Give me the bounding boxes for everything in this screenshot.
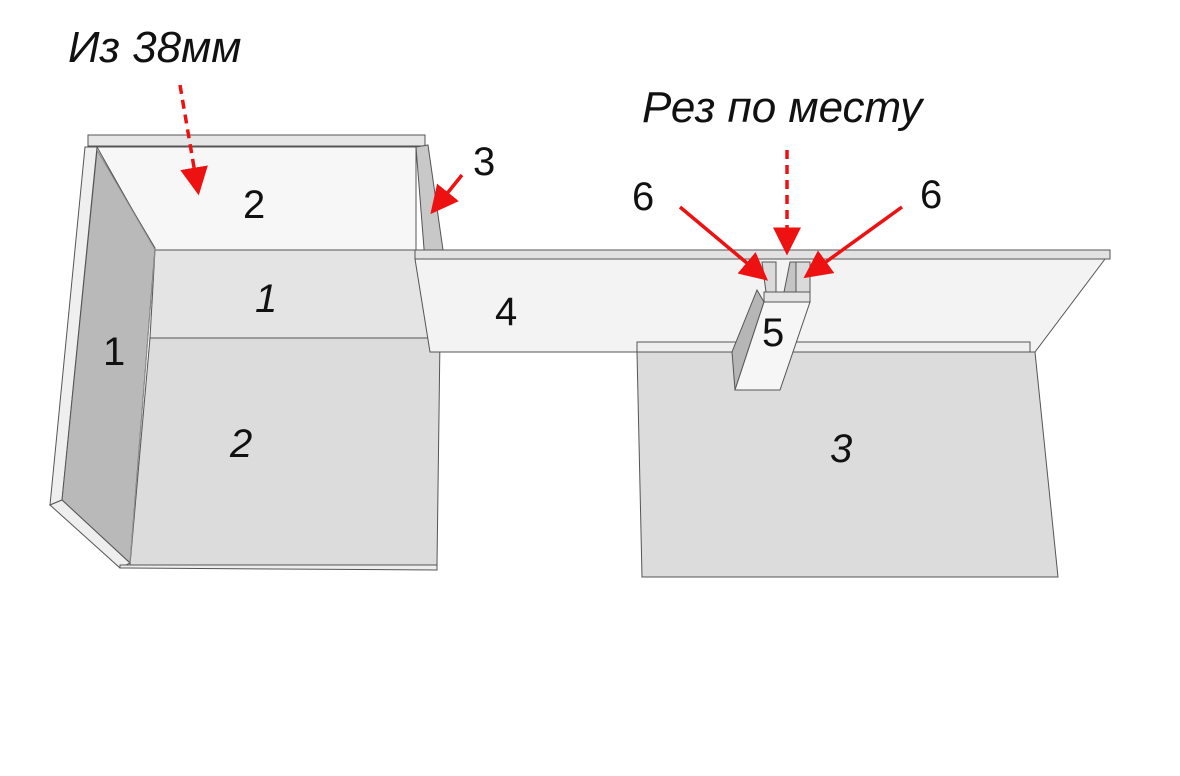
- material-note: Из 38мм: [68, 23, 241, 72]
- label-right-panel: 3: [830, 427, 852, 471]
- left-cabinet: [49, 134, 444, 571]
- post-right: [795, 261, 811, 293]
- label-shelf: 4: [495, 290, 517, 334]
- support-piece: [731, 261, 811, 391]
- label-left-side: 1: [103, 330, 125, 374]
- support-face: [734, 301, 811, 391]
- cut-note: Рез по месту: [642, 83, 925, 132]
- shelf-top-edge: [414, 249, 1111, 260]
- dashed-arrow-material: [178, 84, 208, 196]
- arrow-post-left: [678, 205, 769, 281]
- front-upper-face: [149, 249, 431, 339]
- bottom-edge: [119, 564, 438, 571]
- label-post-right: 6: [920, 173, 942, 217]
- label-top-panel: 2: [243, 183, 265, 227]
- label-front-lower: 2: [229, 422, 252, 466]
- label-post-left: 6: [632, 175, 654, 219]
- arrow-part-3: [430, 173, 464, 215]
- label-right-side: 3: [473, 140, 495, 184]
- front-lower-face: [129, 337, 441, 566]
- annotation-arrows: [178, 84, 904, 281]
- right-panel-top-edge: [636, 341, 1031, 353]
- label-support: 5: [762, 311, 784, 355]
- arrow-post-right: [803, 205, 904, 279]
- right-panel: [636, 341, 1059, 578]
- top-panel-edge: [87, 134, 426, 147]
- label-front-upper: 1: [255, 277, 277, 321]
- support-cap: [763, 291, 811, 303]
